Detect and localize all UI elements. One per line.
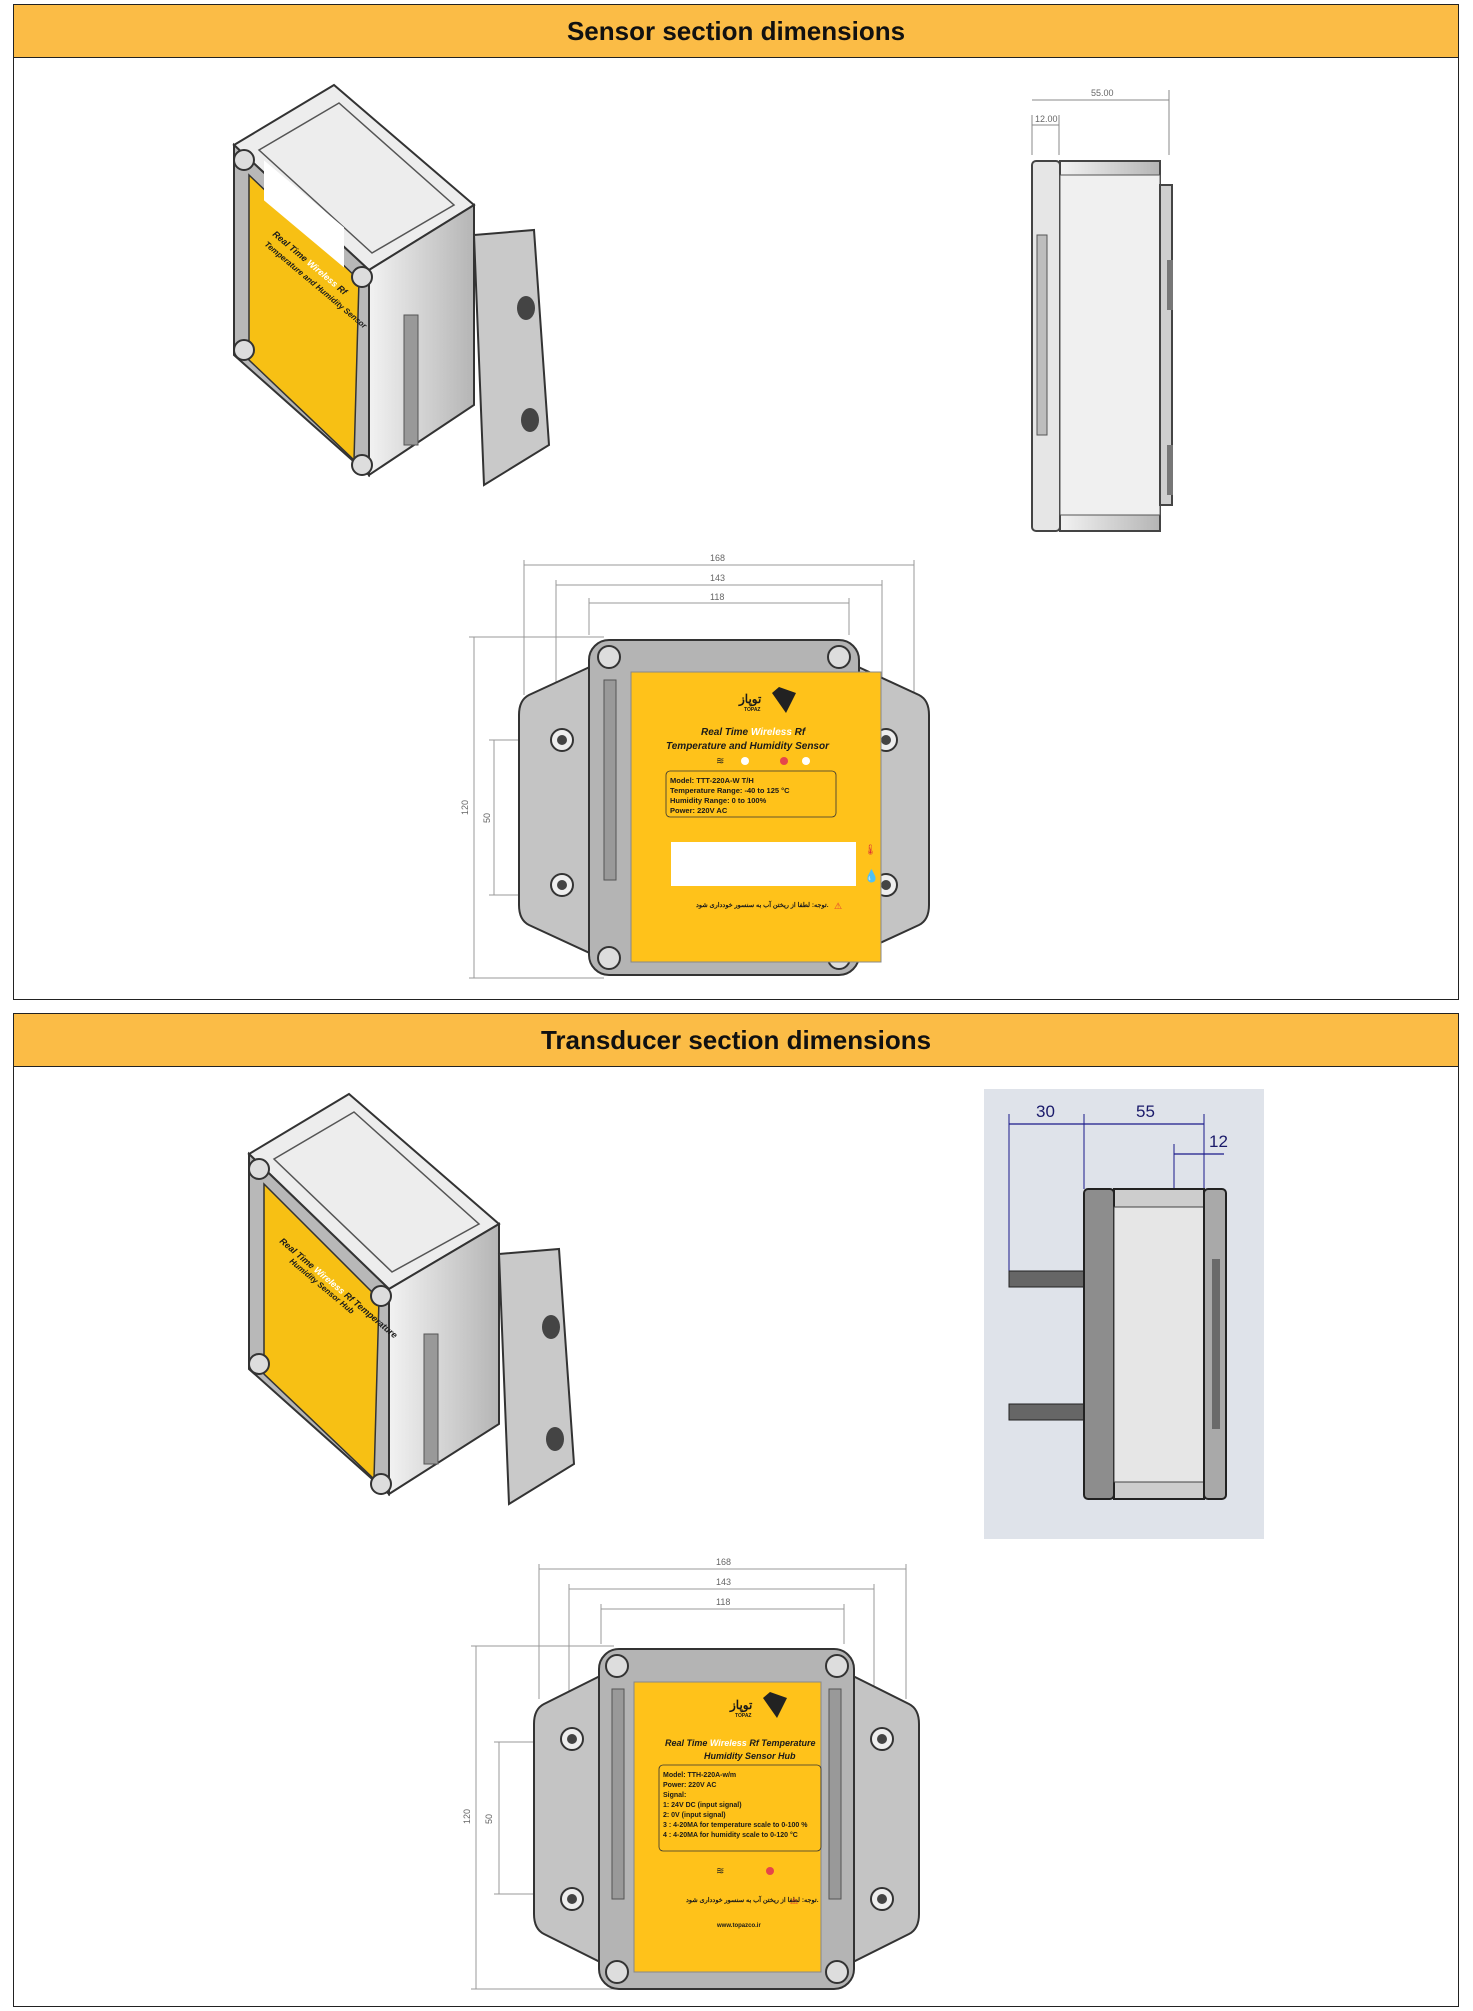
label-spec-5: 3 : 4-20MA for temperature scale to 0-10…	[663, 1822, 808, 1829]
side-dim-12: 12	[1209, 1132, 1228, 1151]
label-spec-6: 4 : 4-20MA for humidity scale to 0-120 °…	[663, 1831, 798, 1839]
side-dim-lip: 12.00	[1035, 114, 1058, 124]
label-spec-2: Signal:	[663, 1792, 686, 1799]
label-spec-4: 2: 0V (input signal)	[663, 1812, 726, 1819]
front-dim-50: 50	[484, 1814, 494, 1824]
label-line2: Humidity Sensor Hub	[704, 1751, 796, 1761]
diamond-logo-icon	[772, 687, 796, 713]
warning-icon: ⚠	[790, 1896, 798, 1906]
label-line1: Real Time Wireless Rf Temperature	[665, 1738, 816, 1748]
transducer-side-view: 30 55 12	[984, 1089, 1264, 1539]
side-dim-55: 55	[1136, 1102, 1155, 1121]
label-website: www.topazco.ir	[716, 1923, 761, 1929]
label-line1: Real Time Wireless Rf	[701, 727, 807, 738]
indicator-led-2	[780, 757, 788, 765]
front-dim-120: 120	[462, 1809, 472, 1824]
transducer-isometric-view: Real Time Wireless Rf Temperature Humidi…	[247, 1092, 576, 1506]
sensor-front-view: 168 143 118 120 50 توپاز T	[460, 553, 930, 979]
label-warning: توجه: لطفا از ریختن آب به سنسور خودداری …	[696, 899, 829, 909]
front-dim-168: 168	[716, 1557, 731, 1567]
label-brand-fa: توپاز	[738, 692, 762, 707]
side-dim-30: 30	[1036, 1102, 1055, 1121]
diamond-logo-icon	[763, 1692, 787, 1718]
label-brand-fa: توپاز	[729, 1698, 753, 1713]
indicator-led-3	[802, 757, 810, 765]
transducer-section-title: Transducer section dimensions	[14, 1014, 1458, 1067]
label-spec-3: Power: 220V AC	[670, 806, 728, 815]
front-dim-143: 143	[716, 1577, 731, 1587]
label-spec-1: Power: 220V AC	[663, 1782, 716, 1789]
sensor-isometric-view: Real Time Wireless Rf Temperature and Hu…	[232, 83, 551, 487]
water-drop-icon: 💧	[864, 869, 879, 883]
label-spec-1: Temperature Range: -40 to 125 °C	[670, 786, 790, 795]
front-dim-168: 168	[710, 553, 725, 563]
front-dim-143: 143	[710, 573, 725, 583]
label-brand-en: TOPAZ	[735, 1713, 751, 1719]
thermometer-icon: 🌡	[864, 844, 877, 856]
label-line2: Temperature and Humidity Sensor	[666, 741, 830, 752]
label-spec-3: 1: 24V DC (input signal)	[663, 1802, 742, 1809]
sensor-side-view: 55.00 12.00	[1031, 88, 1173, 532]
label-spec-0: Model: TTT-220A-W T/H	[670, 776, 754, 785]
side-dim-overall: 55.00	[1091, 88, 1114, 98]
sensor-section-title: Sensor section dimensions	[14, 5, 1458, 58]
wifi-icon: ≋	[716, 756, 724, 767]
front-dim-50: 50	[482, 813, 492, 823]
transducer-section: Transducer section dimensions Real Time …	[13, 1013, 1459, 2007]
indicator-led-1	[741, 757, 749, 765]
transducer-front-view: 168 143 118 120 50 توپاز T	[462, 1557, 920, 1990]
label-spec-2: Humidity Range: 0 to 100%	[670, 796, 767, 805]
indicator-led	[766, 1867, 774, 1875]
sensor-section: Sensor section dimensions Real Time Wire…	[13, 4, 1459, 1000]
label-blank-area	[671, 842, 856, 886]
label-brand-en: TOPAZ	[744, 707, 760, 713]
label-spec-0: Model: TTH-220A-w/m	[663, 1772, 736, 1779]
label-warning: توجه: لطفا از ریختن آب به سنسور خودداری …	[686, 1894, 819, 1904]
front-dim-118: 118	[710, 592, 724, 602]
warning-icon: ⚠	[834, 901, 842, 911]
front-dim-120: 120	[460, 800, 470, 815]
wifi-icon: ≋	[716, 1866, 724, 1877]
front-dim-118: 118	[716, 1597, 730, 1607]
